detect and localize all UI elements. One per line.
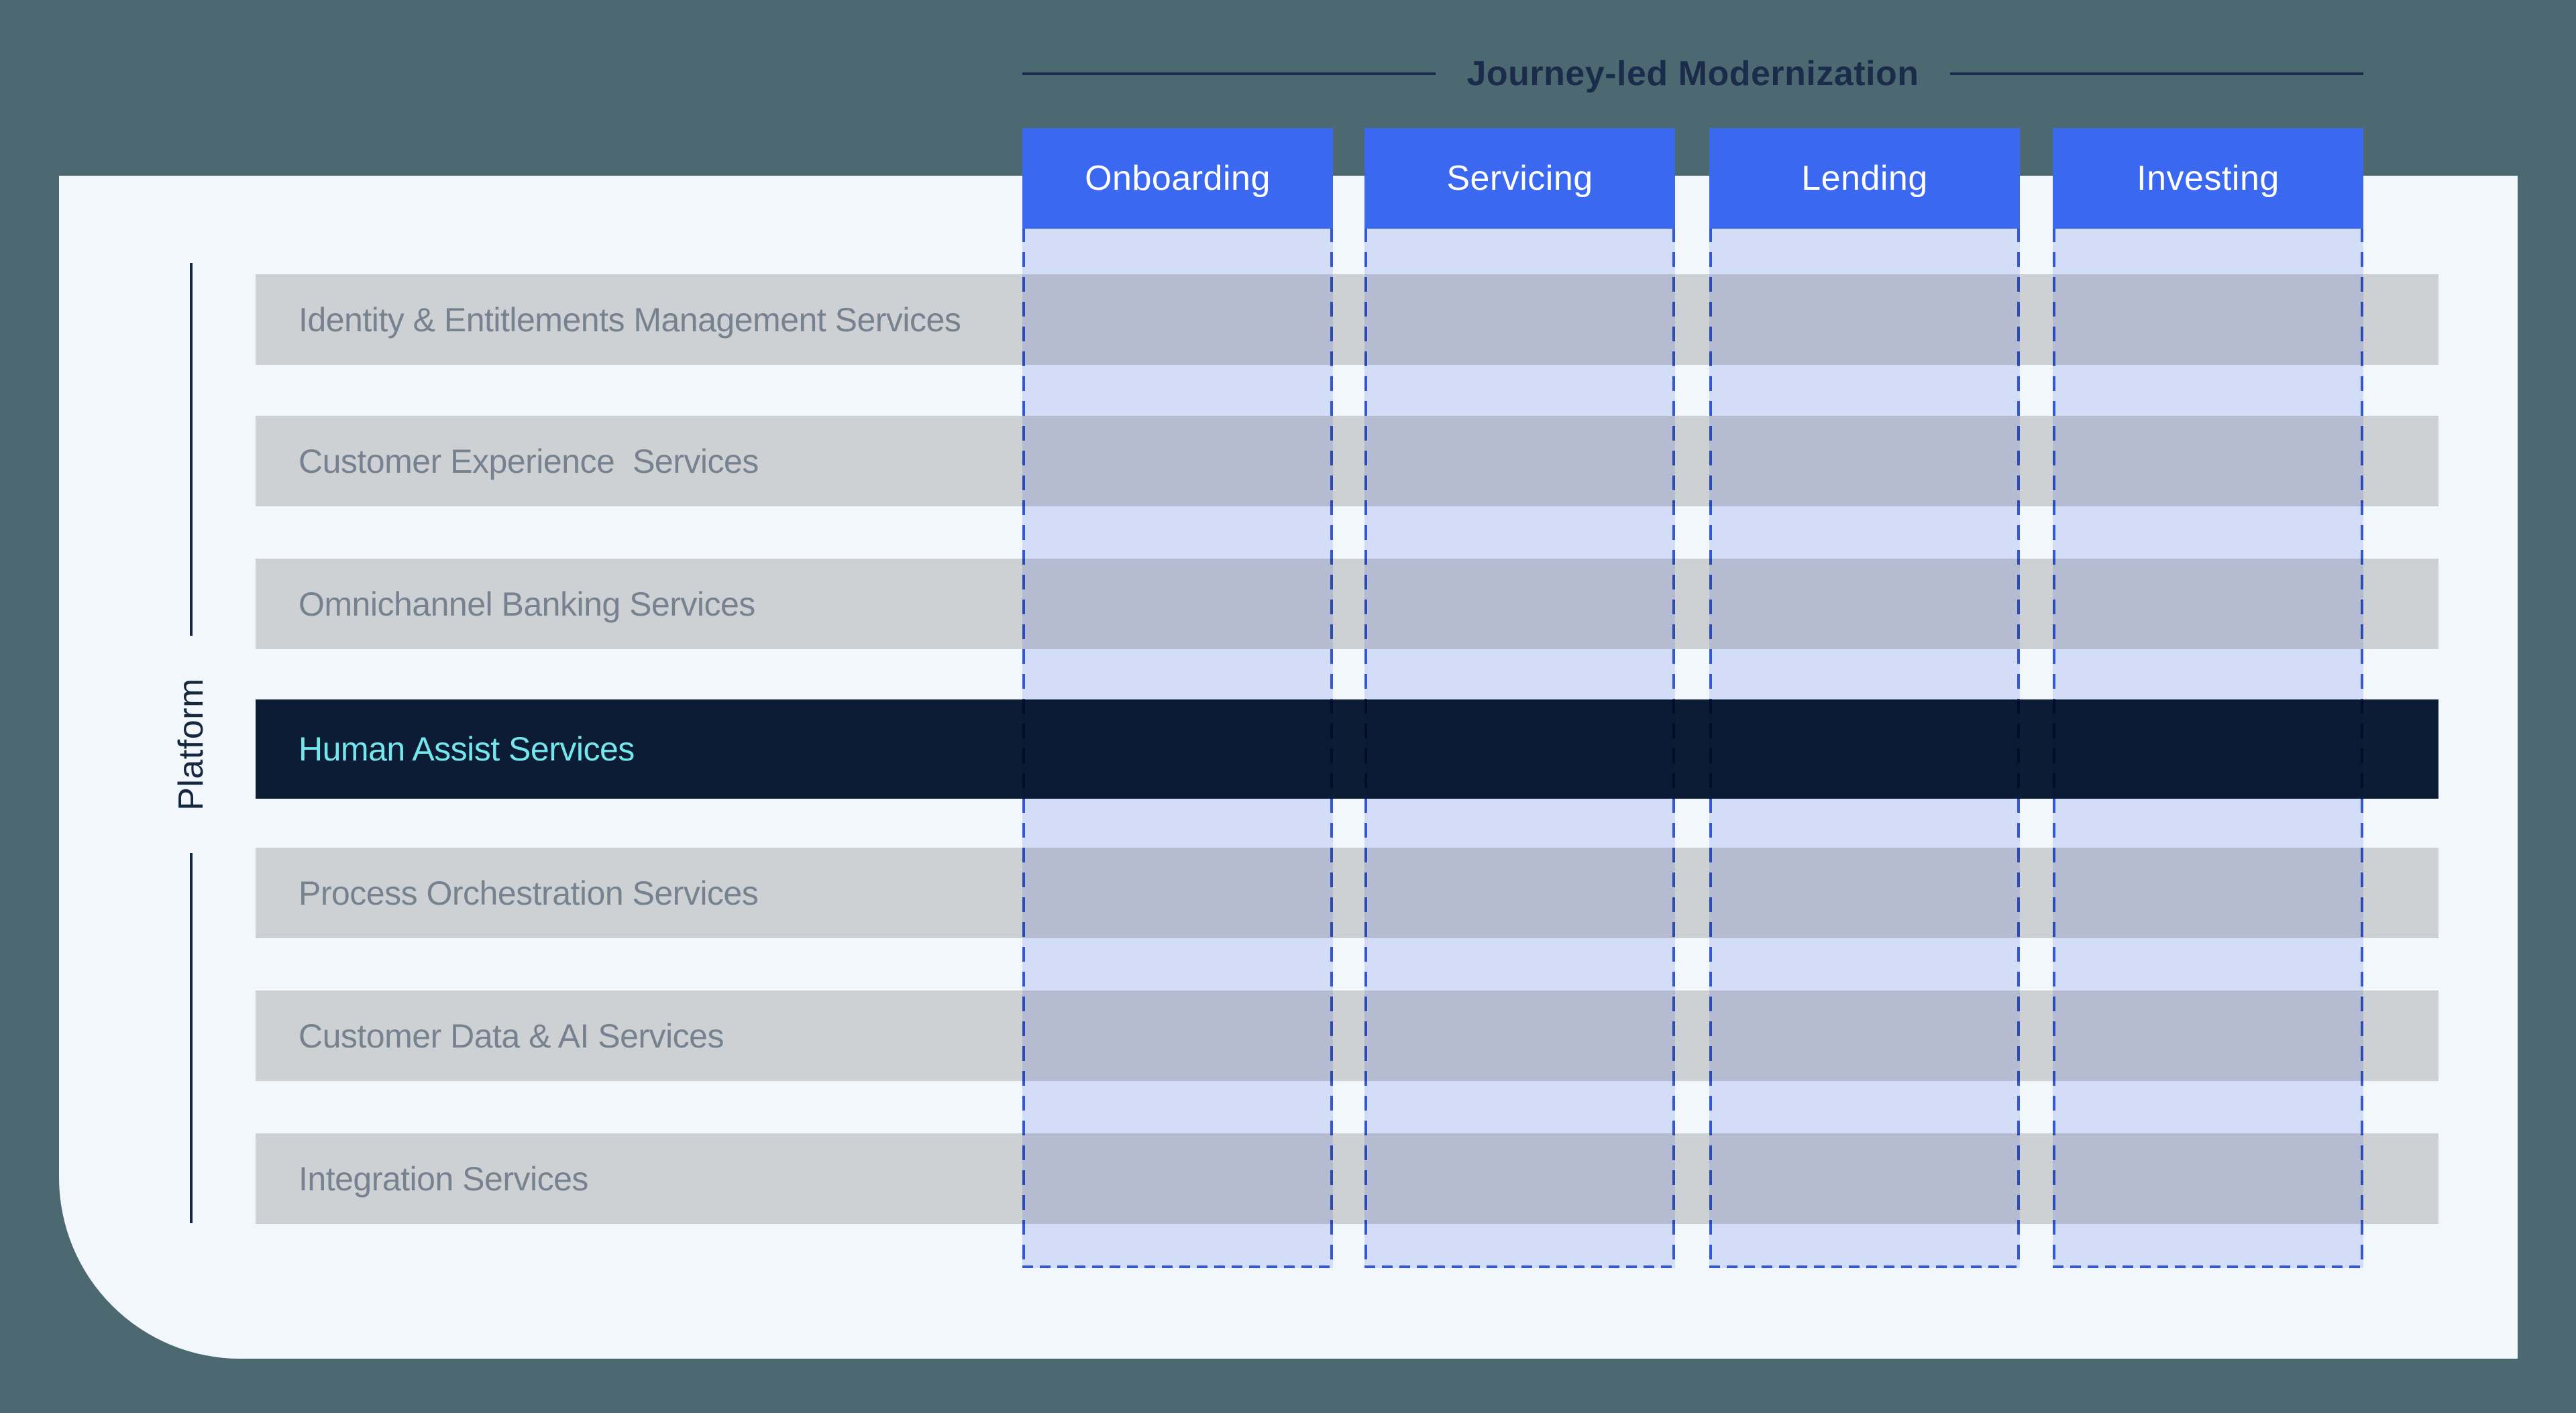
service-row-label: Process Orchestration Services — [299, 874, 759, 912]
diagram-title: Journey-led Modernization — [1466, 54, 1919, 93]
service-row-label: Customer Data & AI Services — [299, 1017, 724, 1055]
title-rule-right — [1949, 72, 2364, 75]
service-row-label: Identity & Entitlements Management Servi… — [299, 300, 961, 339]
journey-column-dashed-border-onboarding — [1022, 128, 1333, 1268]
service-row-label: Integration Services — [299, 1160, 588, 1198]
journey-column-label: Onboarding — [1085, 159, 1271, 198]
platform-axis-label: Platform — [172, 678, 211, 811]
journey-column-header-onboarding: Onboarding — [1022, 128, 1333, 229]
journey-column-dashed-border-lending — [1709, 128, 2020, 1268]
service-row-label: Customer Experience Services — [299, 442, 759, 480]
journey-column-label: Servicing — [1446, 159, 1593, 198]
journey-column-label: Lending — [1801, 159, 1928, 198]
journey-column-header-investing: Investing — [2053, 128, 2363, 229]
title-rule-left — [1022, 72, 1436, 75]
platform-bracket-line-bottom — [190, 853, 193, 1223]
service-row-label: Omnichannel Banking Services — [299, 585, 755, 623]
journey-title-group: Journey-led Modernization — [1022, 54, 2364, 94]
journey-column-label: Investing — [2137, 159, 2279, 198]
service-row-label: Human Assist Services — [299, 730, 635, 768]
journey-column-header-lending: Lending — [1709, 128, 2020, 229]
journey-column-dashed-border-investing — [2053, 128, 2363, 1268]
platform-bracket-line-top — [190, 263, 193, 636]
journey-column-dashed-border-servicing — [1364, 128, 1675, 1268]
journey-column-header-servicing: Servicing — [1364, 128, 1675, 229]
